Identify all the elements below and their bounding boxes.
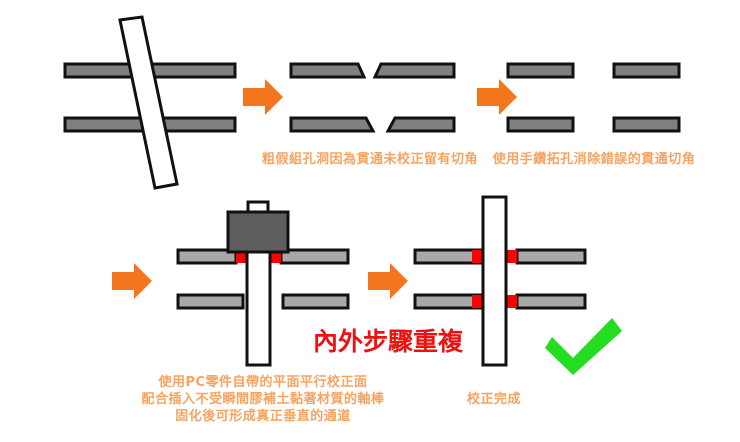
bar-bottom-left-p2 bbox=[289, 116, 376, 133]
repeat-steps-note: 內外步驟重複 bbox=[312, 327, 464, 356]
caption-step1: 粗假組孔洞因為貫通未校正留有切角 bbox=[261, 152, 479, 167]
vertical-rod-p5 bbox=[481, 195, 508, 367]
caption-step2: 使用手鑽拓孔消除錯誤的貫通切角 bbox=[492, 152, 696, 167]
bar-bottom-right-p5 bbox=[515, 293, 587, 310]
bar-top-left-p3 bbox=[506, 62, 575, 79]
filler-top-right-p5 bbox=[506, 250, 517, 263]
filler-top-left-p5 bbox=[472, 250, 483, 263]
bar-bottom-right-p3 bbox=[612, 116, 681, 133]
bar-top-right-p3 bbox=[612, 62, 681, 79]
panel-misaligned-rod bbox=[63, 15, 237, 190]
arrow-3 bbox=[112, 263, 152, 299]
panel-reamed-holes bbox=[506, 62, 681, 133]
bar-bottom-right-p4 bbox=[281, 293, 350, 310]
vertical-rod-p4 bbox=[245, 243, 272, 367]
arrow-4 bbox=[368, 263, 408, 299]
panel-beveled-holes bbox=[289, 62, 456, 133]
tilted-rod-p1 bbox=[118, 15, 179, 190]
caption-step3-line1: 使用PC零件自帶的平面平行校正面 bbox=[158, 375, 368, 390]
bar-bottom-right-p2 bbox=[385, 116, 456, 133]
bar-top-left-p2 bbox=[289, 62, 367, 79]
bar-top-right-p4 bbox=[279, 248, 350, 265]
caption-step3-line2: 配合插入不受瞬間膠補土黏著材質的軸棒 bbox=[141, 392, 385, 407]
filler-bottom-right-p5 bbox=[506, 295, 517, 308]
filler-left-p4 bbox=[236, 250, 247, 263]
panel-corrected bbox=[413, 195, 587, 367]
bar-bottom-left-p3 bbox=[506, 116, 575, 133]
bar-bottom-left-p4 bbox=[176, 293, 245, 310]
pc-block-p4 bbox=[226, 210, 290, 254]
bar-top-right-p5 bbox=[515, 248, 587, 265]
arrow-2 bbox=[477, 79, 517, 115]
bar-top-right-p2 bbox=[372, 62, 456, 79]
filler-right-p4 bbox=[270, 250, 281, 263]
caption-step3-line3: 固化後可形成真正垂直的通道 bbox=[175, 409, 351, 424]
panel-pc-jig-insert bbox=[176, 200, 350, 367]
green-check-icon bbox=[545, 318, 622, 375]
filler-bottom-left-p5 bbox=[472, 295, 483, 308]
arrow-1 bbox=[243, 79, 283, 115]
caption-step4: 校正完成 bbox=[466, 392, 522, 407]
